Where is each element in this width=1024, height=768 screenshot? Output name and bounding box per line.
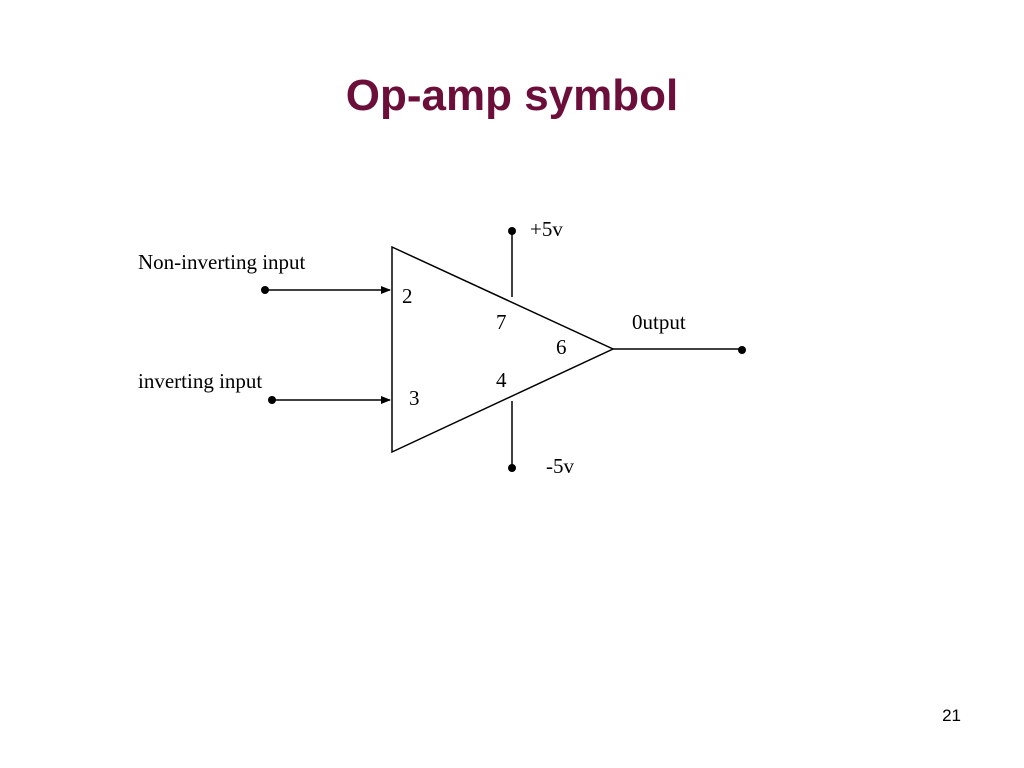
inverting-input-label: inverting input [138, 369, 262, 393]
output-terminal [738, 346, 746, 354]
negative-supply-terminal [508, 464, 516, 472]
negative-supply-label: -5v [546, 454, 574, 478]
positive-supply-label: +5v [530, 217, 563, 241]
non-inverting-input-terminal [261, 286, 269, 294]
pin-number-output: 6 [556, 335, 567, 359]
positive-supply-terminal [508, 227, 516, 235]
non-inverting-input-label: Non-inverting input [138, 250, 306, 274]
inverting-input-terminal [268, 396, 276, 404]
pin-number-inverting: 3 [409, 386, 420, 410]
op-amp-triangle [391, 245, 615, 454]
slide-number: 21 [942, 706, 961, 725]
pin-number-non-inverting: 2 [402, 284, 413, 308]
slide-title: Op-amp symbol [345, 71, 679, 120]
output-label: 0utput [632, 310, 686, 334]
pin-number-negative-supply: 4 [496, 368, 507, 392]
pin-number-positive-supply: 7 [496, 310, 507, 334]
